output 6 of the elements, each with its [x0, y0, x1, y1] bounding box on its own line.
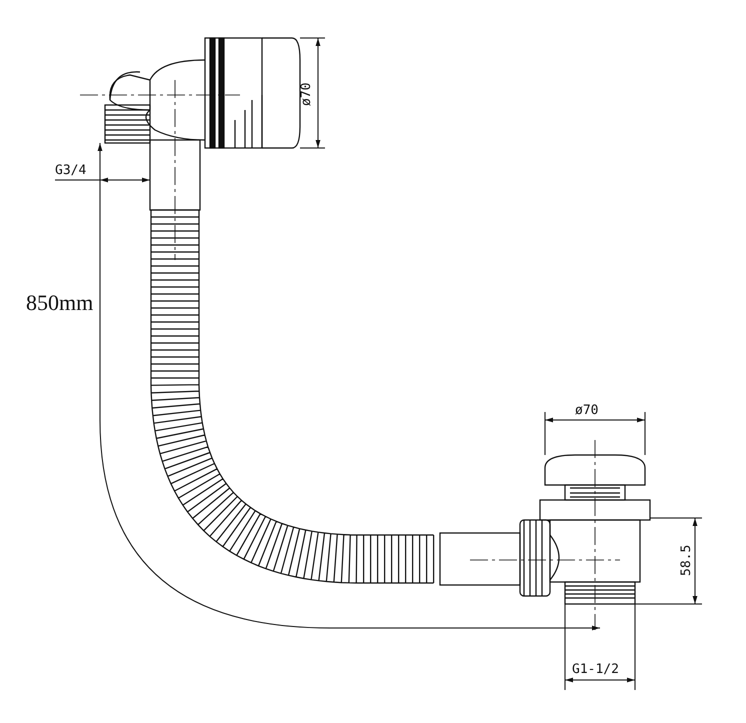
dimension-label: 850mm: [26, 292, 94, 314]
dimension-label: G1-1/2: [572, 663, 619, 676]
dimension-label: G3/4: [55, 164, 86, 177]
dimension-label: 58.5: [680, 544, 693, 576]
dimension-label: ø70: [300, 82, 313, 106]
dimension-label: ø70: [575, 404, 598, 417]
